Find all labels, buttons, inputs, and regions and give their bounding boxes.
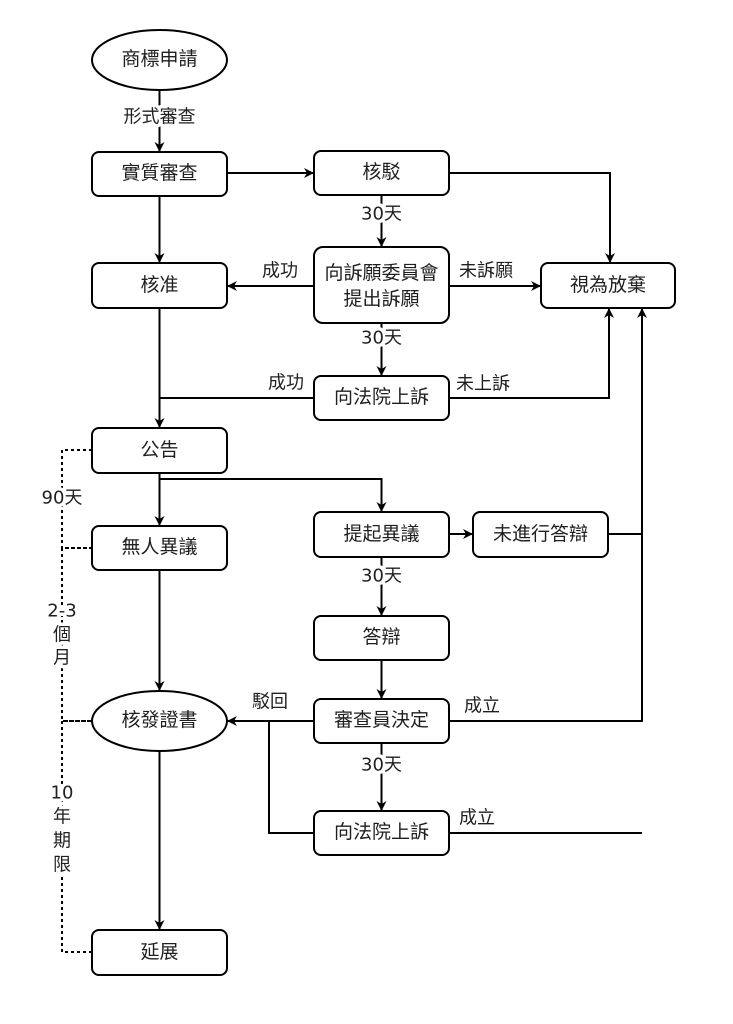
dashed-edge-publication-to-no-opposition	[61, 449, 92, 549]
label-formal-exam: 形式審查	[124, 107, 196, 128]
node-deemed-abandoned: 視為放棄	[540, 262, 676, 309]
label-validity-period-line: 期	[53, 831, 71, 852]
dashed-edge-certificate-to-renewal	[61, 720, 92, 953]
node-approval: 核准	[91, 262, 228, 309]
label-validity-period-line: 10	[51, 783, 74, 804]
node-substantive-exam-label: 實質審查	[121, 162, 197, 184]
label-validity-period-line: 年	[53, 807, 71, 828]
node-substantive-exam: 實質審查	[91, 151, 228, 197]
label-decision-dismissed: 駁回	[252, 692, 288, 713]
label-court-success: 成功	[268, 373, 304, 394]
node-reply: 答辯	[313, 615, 450, 661]
node-renewal: 延展	[91, 929, 228, 976]
label-decision-upheld: 成立	[464, 696, 500, 717]
node-examiner-decision: 審查員決定	[313, 698, 450, 744]
label-decision-to-court-30-days: 30天	[361, 755, 402, 776]
label-publication-period: 90天	[42, 488, 83, 509]
edge-labels: 形式審查 30天 成功 未訴願 30天 成功 未上訴 30天 駁回 成立 30天…	[38, 103, 513, 879]
label-opposition-to-reply-30-days: 30天	[361, 566, 402, 587]
label-certificate-period-line: 2-3	[47, 601, 76, 622]
node-court-appeal-2-label: 向法院上訴	[334, 821, 429, 843]
node-petition-label-line2: 提出訴願	[343, 288, 419, 310]
edge-decision-to-abandoned	[449, 308, 647, 722]
label-no-court-appeal: 未上訴	[456, 374, 510, 395]
node-rejection-label: 核駁	[362, 161, 400, 183]
node-publication: 公告	[91, 427, 228, 474]
edge-court-appeal-to-abandoned	[449, 308, 614, 399]
node-reply-label: 答辯	[362, 626, 400, 648]
edge-court-appeal-2-dismissed-join	[268, 721, 314, 834]
node-opposition-filed-label: 提起異議	[343, 523, 419, 545]
label-rejection-to-petition-30-days: 30天	[361, 204, 402, 225]
edge-publication-to-opposition	[159, 478, 387, 512]
node-no-reply-label: 未進行答辯	[493, 523, 588, 545]
node-rejection: 核駁	[313, 150, 450, 196]
label-validity-period: 10 年 期 限	[47, 779, 77, 879]
node-opposition-filed: 提起異議	[313, 511, 450, 558]
node-court-appeal-2: 向法院上訴	[313, 810, 450, 856]
nodes: 商標申請 實質審查 核駁 核准 向訴願委員會 提出訴願 視為放棄 向法院上訴	[91, 29, 676, 976]
label-no-petition: 未訴願	[459, 261, 513, 282]
node-no-opposition: 無人異議	[91, 525, 228, 571]
label-certificate-period-line: 個	[53, 625, 71, 646]
node-no-opposition-label: 無人異議	[121, 536, 197, 558]
node-certificate-issued-label: 核發證書	[121, 709, 197, 731]
label-certificate-period-line: 月	[53, 648, 71, 669]
edge-rejection-to-abandoned	[449, 172, 615, 263]
node-court-appeal-1-label: 向法院上訴	[334, 386, 429, 408]
label-petition-success: 成功	[262, 261, 298, 282]
node-no-reply: 未進行答辯	[472, 511, 609, 558]
node-publication-label: 公告	[140, 439, 178, 461]
node-deemed-abandoned-label: 視為放棄	[570, 274, 646, 296]
node-petition: 向訴願委員會 提出訴願	[313, 246, 450, 324]
node-certificate-issued: 核發證書	[91, 690, 228, 752]
label-court-upheld: 成立	[459, 808, 495, 829]
node-examiner-decision-label: 審查員決定	[334, 709, 429, 731]
node-application: 商標申請	[91, 29, 228, 91]
node-petition-label-line1: 向訴願委員會	[324, 262, 438, 284]
node-application-label: 商標申請	[121, 48, 197, 70]
label-validity-period-line: 限	[53, 855, 71, 876]
edges	[61, 90, 647, 953]
node-court-appeal-1: 向法院上訴	[313, 375, 450, 421]
node-approval-label: 核准	[140, 274, 178, 296]
label-certificate-period: 2-3 個 月	[44, 597, 80, 672]
label-petition-to-court-30-days: 30天	[361, 328, 402, 349]
node-renewal-label: 延展	[140, 941, 178, 963]
